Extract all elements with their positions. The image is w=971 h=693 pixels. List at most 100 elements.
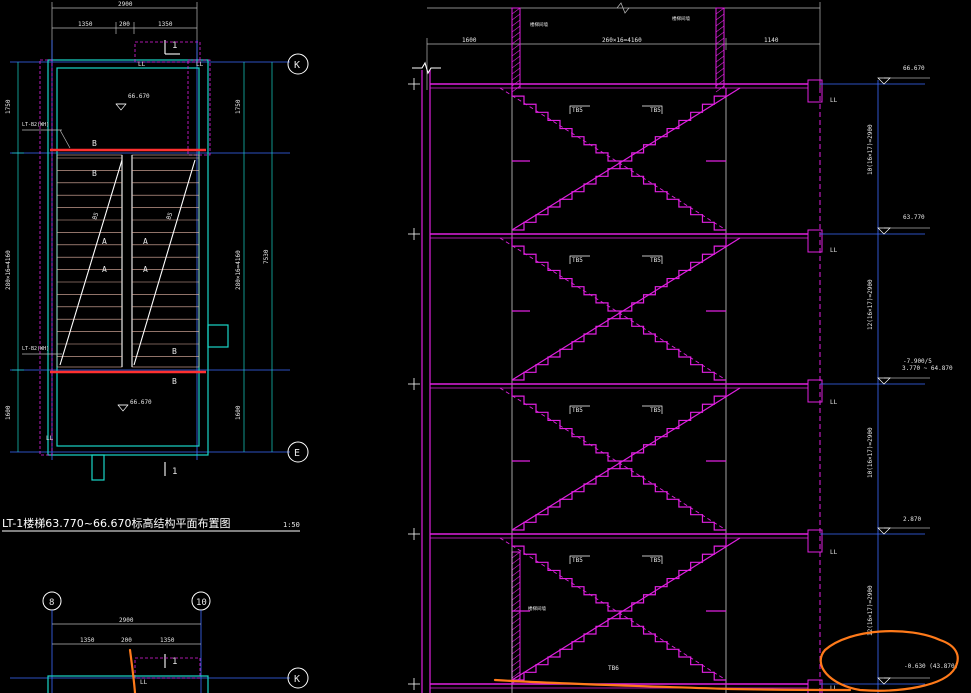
wall-top-right <box>715 7 725 89</box>
wall-hatch-line <box>511 635 521 643</box>
left-dim-1: 1750 <box>5 99 12 114</box>
plan-title: LT-1楼梯63.770~66.670标高结构平面布置图 <box>2 516 231 530</box>
left-dim-3: 1600 <box>5 405 12 420</box>
ll-mark-1: LL <box>830 97 838 104</box>
stair-steps <box>512 611 621 681</box>
axis-10-label: 10 <box>196 598 207 608</box>
lower-stair-plan: 8 10 2900 1350 200 1350 1 K LL <box>10 591 309 693</box>
wall-hatch-line <box>511 611 521 619</box>
flight-label-8: TB5 <box>650 557 661 564</box>
stair-steps <box>512 461 621 531</box>
wall-hatch-line <box>715 49 725 57</box>
lower-dim-seg-2: 200 <box>121 637 132 644</box>
plan-dim-total: 2900 <box>118 1 133 8</box>
wall-hatch-line <box>511 563 521 571</box>
ll-mark-5: LL <box>830 685 838 692</box>
lower-section-mark: 1 <box>172 657 177 667</box>
wall-hatch-line <box>511 79 521 87</box>
right-dim-3: 1600 <box>235 405 242 420</box>
wall-hatch-line <box>511 617 521 625</box>
wall-hatch-line <box>715 67 725 75</box>
edge-beam <box>807 79 823 103</box>
wall-hatch-line <box>511 569 521 577</box>
beam-label-bottom: LT-B2(WH) <box>22 346 49 352</box>
waist-slab-hidden <box>499 537 727 681</box>
label-a-4: A <box>143 265 148 274</box>
section-dim-3: 1140 <box>764 37 779 44</box>
wall-hatch-line <box>511 587 521 595</box>
floor-slabs <box>408 78 925 693</box>
lower-dim-seg-1: 1350 <box>80 637 95 644</box>
wall-hatch-line <box>511 593 521 601</box>
flight-label-9: TB6 <box>608 665 619 672</box>
wall-hatch-line <box>511 671 521 679</box>
plan-top-dimensions: 2900 1350 200 1350 <box>51 1 198 62</box>
flight-label-3: TB5 <box>572 257 583 264</box>
height-dim-4: 12(16×17)=2900 <box>867 585 874 636</box>
wall-hatch-line <box>511 629 521 637</box>
wall-hatch-line <box>511 61 521 69</box>
wall-hatch-line <box>511 43 521 51</box>
height-dim-3: 10(16×17)=2900 <box>867 427 874 478</box>
wall-hatch-line <box>511 575 521 583</box>
plan-right-dimensions: 1750 280×16=4160 1600 7530 <box>235 62 273 452</box>
wall-hatch-line <box>715 73 725 81</box>
wall-hatch-line <box>715 43 725 51</box>
flight-label-5: TB5 <box>572 407 583 414</box>
stair-steps <box>511 238 620 312</box>
waist-slab-hidden <box>499 237 727 381</box>
section-dim-2: 260×16=4160 <box>602 37 642 44</box>
wall-hatch-line <box>511 31 521 39</box>
stair-label-right: B5 <box>165 211 174 221</box>
wall-hatch-line <box>511 599 521 607</box>
label-leader <box>642 105 663 114</box>
plan-dim-seg-3: 1350 <box>158 21 173 28</box>
wall-hatch-line <box>511 19 521 27</box>
wall-hatch-line <box>511 49 521 57</box>
wall-hatch-line <box>715 7 725 15</box>
wall-hatch-line <box>511 551 521 559</box>
wall-hatch-line <box>511 641 521 649</box>
stair-steps <box>620 238 727 312</box>
label-a-1: A <box>102 237 107 246</box>
section-mark-top: 1 <box>172 41 177 51</box>
flight-label-2: TB5 <box>650 107 661 114</box>
ll-mark-3: LL <box>830 399 838 406</box>
stair-steps <box>511 538 620 612</box>
wall-hatch-line <box>511 25 521 33</box>
stair-steps <box>511 88 620 162</box>
markup-circle <box>819 630 959 692</box>
axis-k-circle <box>287 53 309 75</box>
level-2: 63.770 <box>903 214 925 221</box>
axis-8-label: 8 <box>49 598 54 608</box>
stair-steps <box>619 611 726 681</box>
level-1: 66.670 <box>903 65 925 72</box>
wall-note-1: 楼梯间墙 <box>530 21 548 28</box>
label-leader <box>569 555 590 564</box>
wall-hatch-line <box>715 31 725 39</box>
wall-hatch-line <box>511 653 521 661</box>
level-triangle <box>877 527 891 535</box>
label-a-2: A <box>143 237 148 246</box>
label-b-3: B <box>172 347 177 356</box>
top-beam-dashed <box>134 41 201 63</box>
wall-hatch-line <box>511 581 521 589</box>
axis-k-label: K <box>294 60 300 71</box>
lower-axis-k-circle <box>287 667 309 689</box>
lower-ll-label: LL <box>140 679 148 686</box>
beam-label-top: LT-B2(WH) <box>22 122 49 128</box>
lower-axis-k-label: K <box>294 674 300 685</box>
right-dim-1: 1750 <box>235 99 242 114</box>
label-leader <box>569 105 590 114</box>
wall-hatch-line <box>511 659 521 667</box>
wall-hatch-line <box>715 79 725 87</box>
plan-scale: 1:50 <box>283 521 300 529</box>
wall-hatch-line <box>715 61 725 69</box>
label-leader <box>642 555 663 564</box>
landing-elev-bottom: 66.670 <box>130 399 152 406</box>
break-line-right <box>133 159 196 366</box>
wall-hatch-line <box>715 55 725 63</box>
wall-hatch-line <box>511 7 521 15</box>
level-3: 3.770 ~ 64.870 <box>902 365 953 372</box>
level-4: 2.870 <box>903 516 921 523</box>
